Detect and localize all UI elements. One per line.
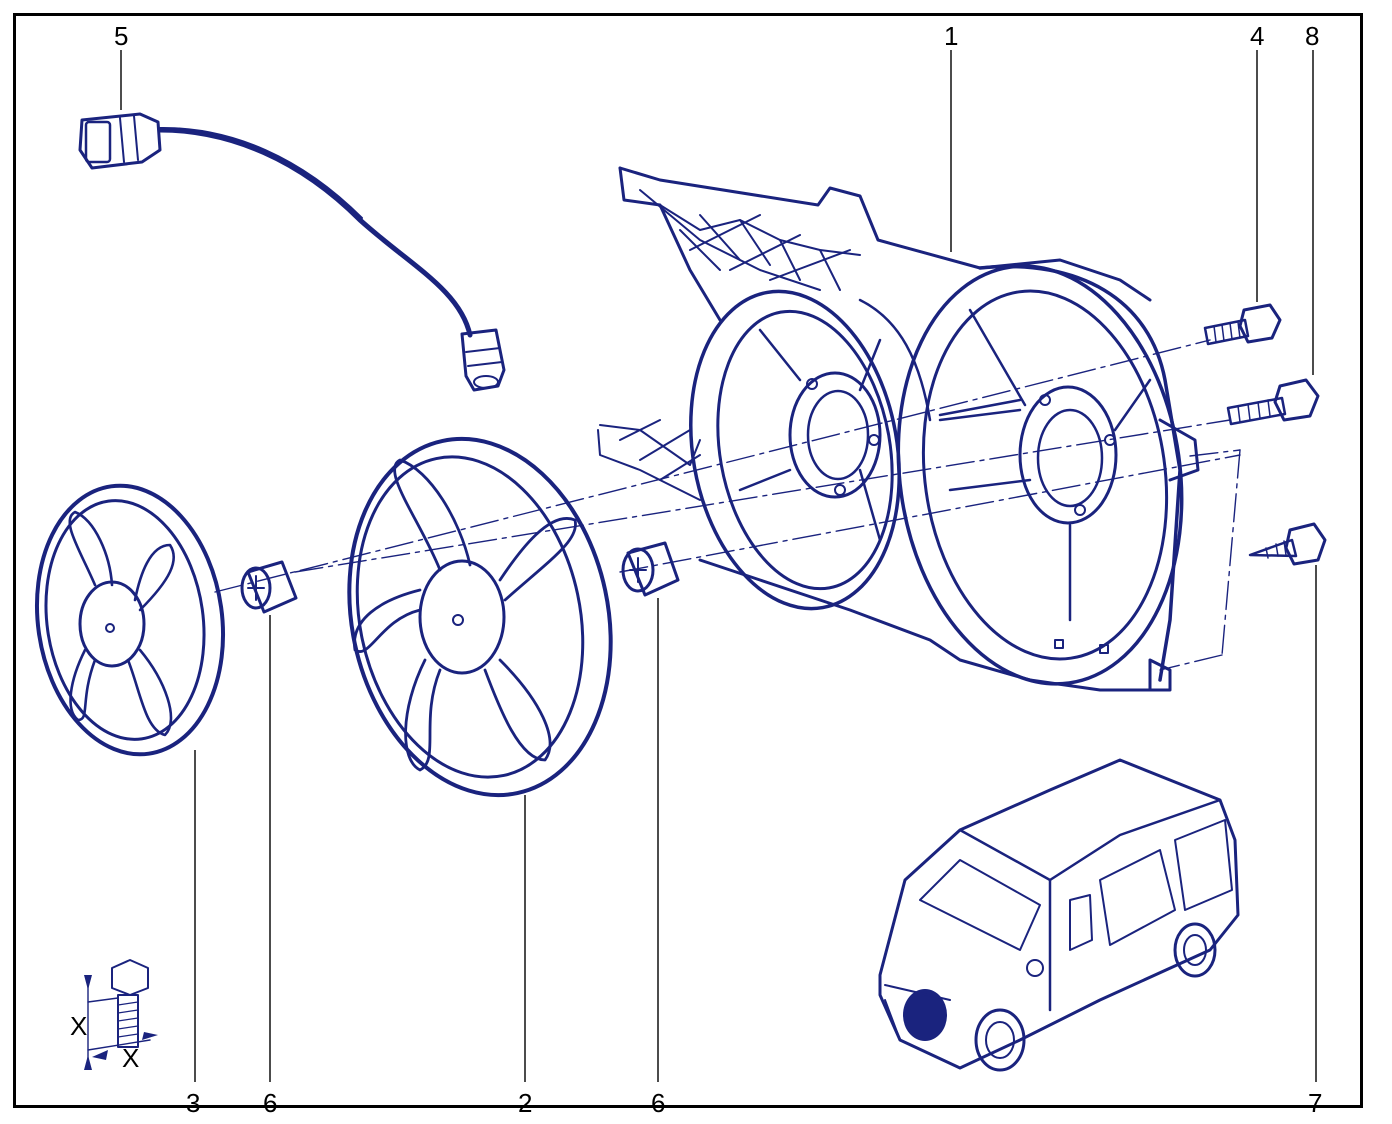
connector-socket-icon xyxy=(460,328,506,392)
callout-3: 3 xyxy=(186,1088,200,1118)
torque-dim-horizontal-label: X xyxy=(122,1043,139,1073)
alignment-lines xyxy=(214,339,1241,671)
diagram-frame xyxy=(13,13,1363,1108)
motor-mount-right-icon xyxy=(621,541,680,597)
connector-plug-icon xyxy=(78,112,162,170)
callout-4: 4 xyxy=(1250,21,1264,51)
screw-middle-icon xyxy=(1226,378,1320,426)
screw-bottom-icon xyxy=(1248,522,1327,566)
callout-5: 5 xyxy=(114,21,128,51)
fan-shroud-icon xyxy=(597,166,1200,692)
large-fan-blade-icon xyxy=(347,436,613,798)
leader-lines xyxy=(120,50,1317,1082)
callout-6-right: 6 xyxy=(651,1088,665,1118)
callout-8: 8 xyxy=(1305,21,1319,51)
bolt-torque-legend-icon: X X xyxy=(70,959,158,1073)
callout-2: 2 xyxy=(518,1088,532,1118)
wiring-harness-icon xyxy=(78,112,506,392)
small-fan-blade-icon xyxy=(34,483,226,757)
van-icon xyxy=(878,758,1240,1072)
torque-dim-vertical-label: X xyxy=(70,1011,87,1041)
screw-top-icon xyxy=(1203,303,1282,346)
callout-7: 7 xyxy=(1308,1088,1322,1118)
callout-6-left: 6 xyxy=(263,1088,277,1118)
motor-mount-left-icon xyxy=(240,560,298,614)
callout-1: 1 xyxy=(944,21,958,51)
